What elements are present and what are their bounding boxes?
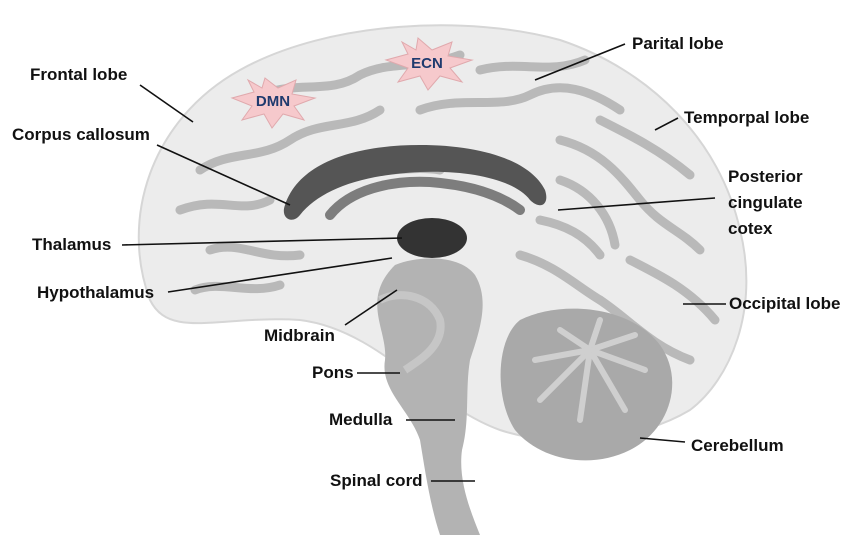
- posterior-cingulate-label-line2: cingulate: [728, 192, 803, 214]
- thalamus-shape: [397, 218, 467, 258]
- brainstem-shape: [377, 258, 482, 535]
- temporpal-lobe-label: Temporpal lobe: [684, 107, 809, 129]
- posterior-cingulate-label-line1: Posterior: [728, 166, 803, 188]
- dmn-label: DMN: [256, 93, 290, 110]
- frontal-lobe-label: Frontal lobe: [30, 64, 127, 86]
- posterior-cingulate-label-line3: cotex: [728, 218, 772, 240]
- occipital-lobe-label: Occipital lobe: [729, 293, 840, 315]
- spinal-cord-label: Spinal cord: [330, 470, 423, 492]
- medulla-label: Medulla: [329, 409, 392, 431]
- corpus-callosum-label: Corpus callosum: [12, 124, 150, 146]
- hypothalamus-label: Hypothalamus: [37, 282, 154, 304]
- parital-lobe-label: Parital lobe: [632, 33, 724, 55]
- thalamus-label: Thalamus: [32, 234, 111, 256]
- ecn-label: ECN: [411, 55, 443, 72]
- midbrain-label: Midbrain: [264, 325, 335, 347]
- pons-label: Pons: [312, 362, 354, 384]
- cerebellum-label: Cerebellum: [691, 435, 784, 457]
